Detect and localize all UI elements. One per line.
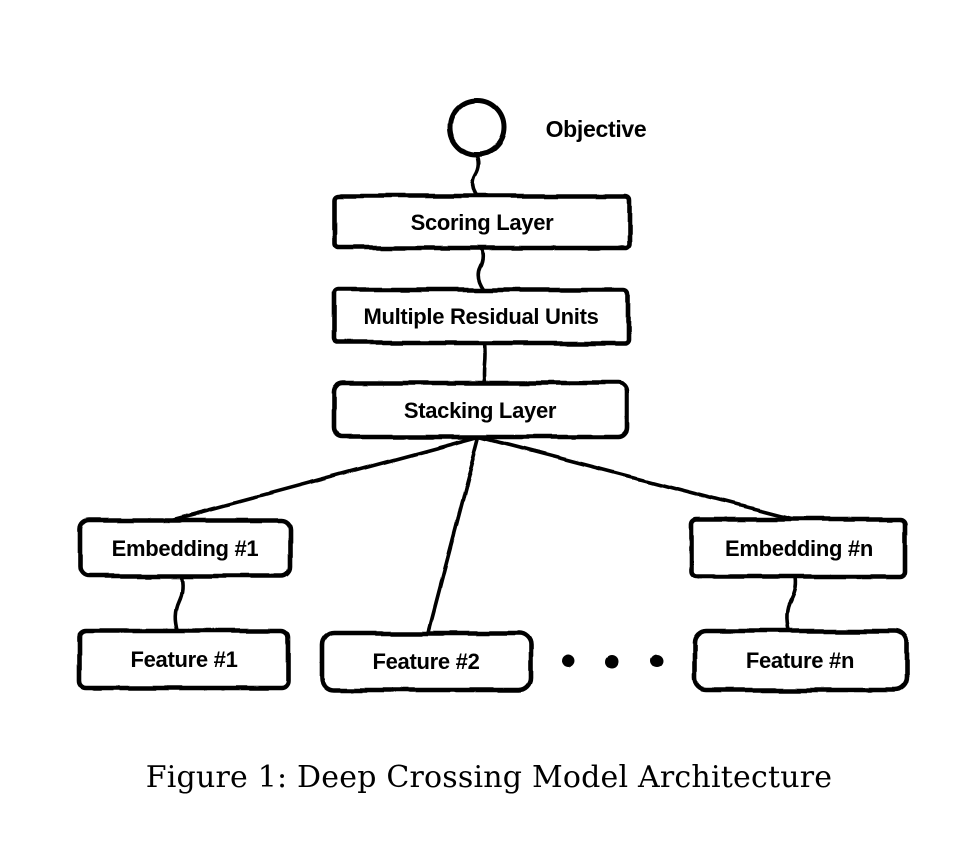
- connector-embedding-n-to-feature-n: [784, 573, 797, 634]
- scoring-layer-box: [332, 193, 632, 251]
- connector-residual-to-stacking: [481, 340, 487, 386]
- connector-scoring-to-residual: [476, 245, 486, 292]
- stacking-layer-box: [331, 380, 630, 440]
- objective-label: Objective: [546, 116, 647, 142]
- stacking-layer-label: Stacking Layer: [404, 398, 557, 423]
- connector-stacking-to-embedding-n: [477, 435, 795, 521]
- embedding-n-box: [689, 516, 909, 580]
- feature-2-label: Feature #2: [372, 649, 479, 674]
- figure-caption: Figure 1: Deep Crossing Model Architectu…: [145, 760, 833, 795]
- embedding-n-label: Embedding #n: [725, 536, 873, 561]
- scoring-layer-label: Scoring Layer: [411, 210, 555, 235]
- feature-n-label: Feature #n: [746, 648, 854, 673]
- feature-1-label: Feature #1: [130, 647, 237, 672]
- ellipsis-dots-icon: [561, 654, 664, 668]
- connector-stacking-to-embedding-1: [166, 435, 481, 523]
- connector-objective-to-scoring: [471, 151, 482, 200]
- connector-embedding-1-to-feature-1: [173, 573, 185, 634]
- embedding-1-label: Embedding #1: [112, 536, 259, 561]
- feature-n-box: [691, 628, 909, 693]
- multiple-residual-units-label: Multiple Residual Units: [363, 304, 598, 329]
- connector-stacking-to-feature-2: [426, 435, 481, 634]
- deep-crossing-diagram: Objective Scoring Layer Multiple Residua…: [76, 97, 909, 693]
- feature-1-box: [76, 628, 291, 691]
- feature-2-box: [319, 630, 533, 693]
- embedding-1-box: [77, 517, 293, 579]
- objective-node: [447, 97, 507, 157]
- multiple-residual-units-box: [331, 287, 631, 346]
